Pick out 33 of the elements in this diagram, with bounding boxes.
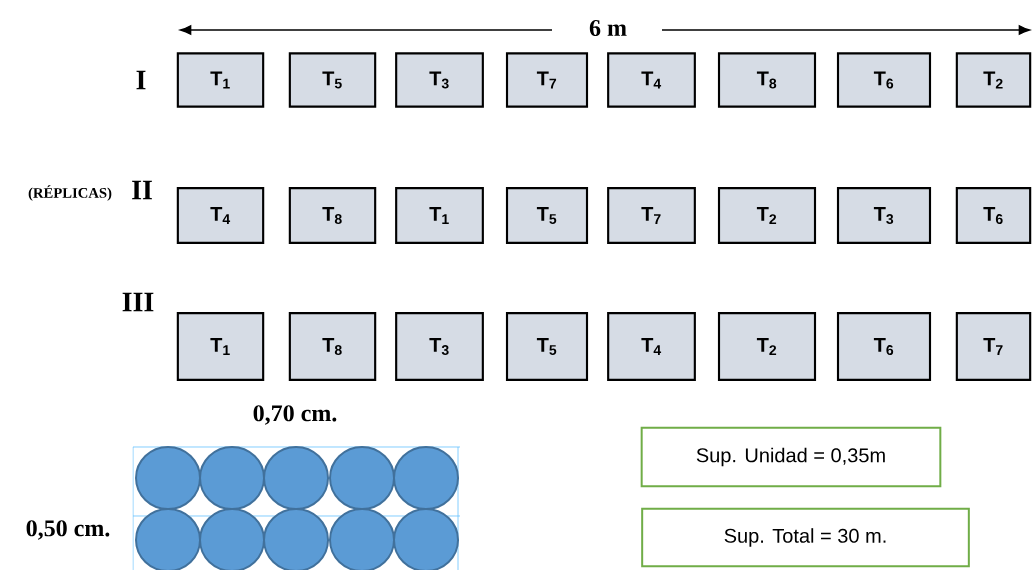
plot-box: T$_{6}$ <box>836 312 932 381</box>
plot-box: T$_{7}$ <box>607 187 696 244</box>
axis-label: (RÉPLICAS) <box>28 185 112 201</box>
row-numeral: III <box>122 292 154 312</box>
plot-box: T$_{4}$ <box>176 187 265 244</box>
plot-box: T$_{7}$ <box>955 312 1032 381</box>
row-numeral: II <box>132 180 152 200</box>
plot-box: T$_{5}$ <box>505 187 589 244</box>
plot-box: T$_{6}$ <box>955 187 1032 244</box>
plot-box: T$_{3}$ <box>395 52 484 108</box>
plot-box: T$_{2}$ <box>955 52 1032 108</box>
info-box: Sup. Unidad = 0,35m <box>640 426 942 488</box>
plot-box: T$_{2}$ <box>717 312 817 381</box>
plot-box: T$_{5}$ <box>288 52 377 108</box>
dimension-label: 0,70 cm. <box>253 405 337 425</box>
plot-box: T$_{4}$ <box>607 52 696 108</box>
plot-box: T$_{7}$ <box>505 52 589 108</box>
row-numeral: I <box>136 70 146 90</box>
plot-box: T$_{8}$ <box>288 312 377 381</box>
plot-box: T$_{2}$ <box>717 187 817 244</box>
plot-box: T$_{3}$ <box>395 312 484 381</box>
info-box: Sup. Total = 30 m. <box>641 507 970 568</box>
plot-box: T$_{1}$ <box>176 52 265 108</box>
plot-box: T$_{5}$ <box>505 312 589 381</box>
plot-box: T$_{4}$ <box>607 312 696 381</box>
plot-box: T$_{8}$ <box>288 187 377 244</box>
plot-box: T$_{1}$ <box>395 187 484 244</box>
plot-box: T$_{6}$ <box>836 52 932 108</box>
dimension-label: 0,50 cm. <box>26 520 110 540</box>
plot-box: T$_{3}$ <box>836 187 932 244</box>
plot-box: T$_{1}$ <box>176 312 265 381</box>
dimension-label: 6 m <box>589 19 627 37</box>
plot-box: T$_{8}$ <box>717 52 817 108</box>
